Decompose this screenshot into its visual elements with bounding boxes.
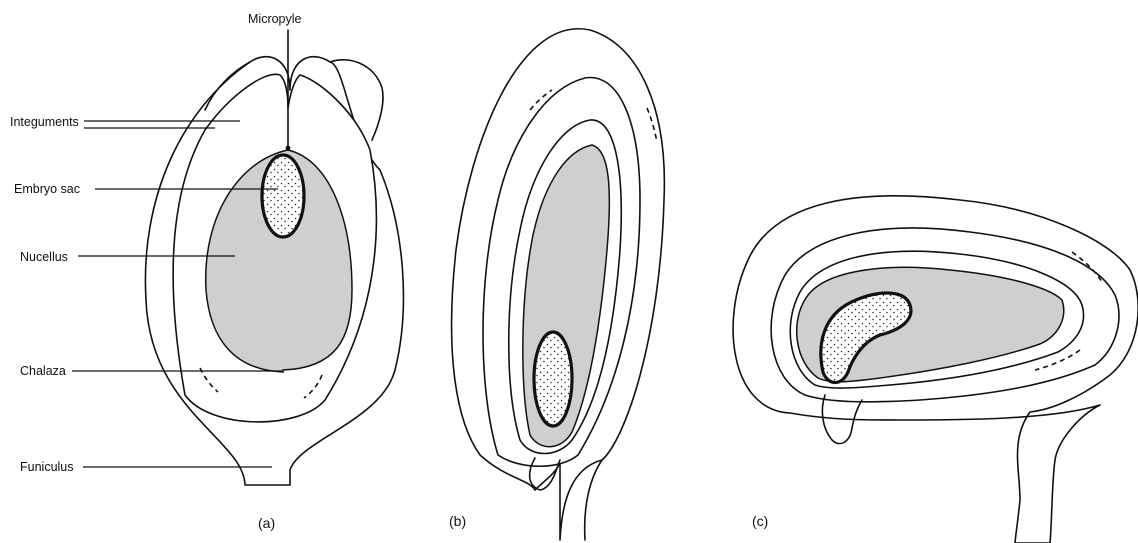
funiculus-label: Funiculus xyxy=(20,460,74,474)
micropyle-dot xyxy=(286,146,291,151)
caption-a: (a) xyxy=(258,515,275,531)
embryo-sac-b xyxy=(534,332,572,426)
micropyle-label: Micropyle xyxy=(248,12,302,26)
embryo-sac-a xyxy=(262,155,304,237)
ovule-b xyxy=(452,29,665,540)
ovule-a xyxy=(145,30,403,485)
embryo-sac-label: Embryo sac xyxy=(14,182,80,196)
funiculus-b xyxy=(585,460,602,540)
integuments-label: Integuments xyxy=(10,115,79,129)
nucellus-label: Nucellus xyxy=(20,250,68,264)
chalaza-label: Chalaza xyxy=(20,364,66,378)
captions: (a) (b) (c) xyxy=(258,513,768,531)
ovule-c xyxy=(733,196,1138,543)
caption-c: (c) xyxy=(752,513,768,529)
caption-b: (b) xyxy=(449,513,466,529)
